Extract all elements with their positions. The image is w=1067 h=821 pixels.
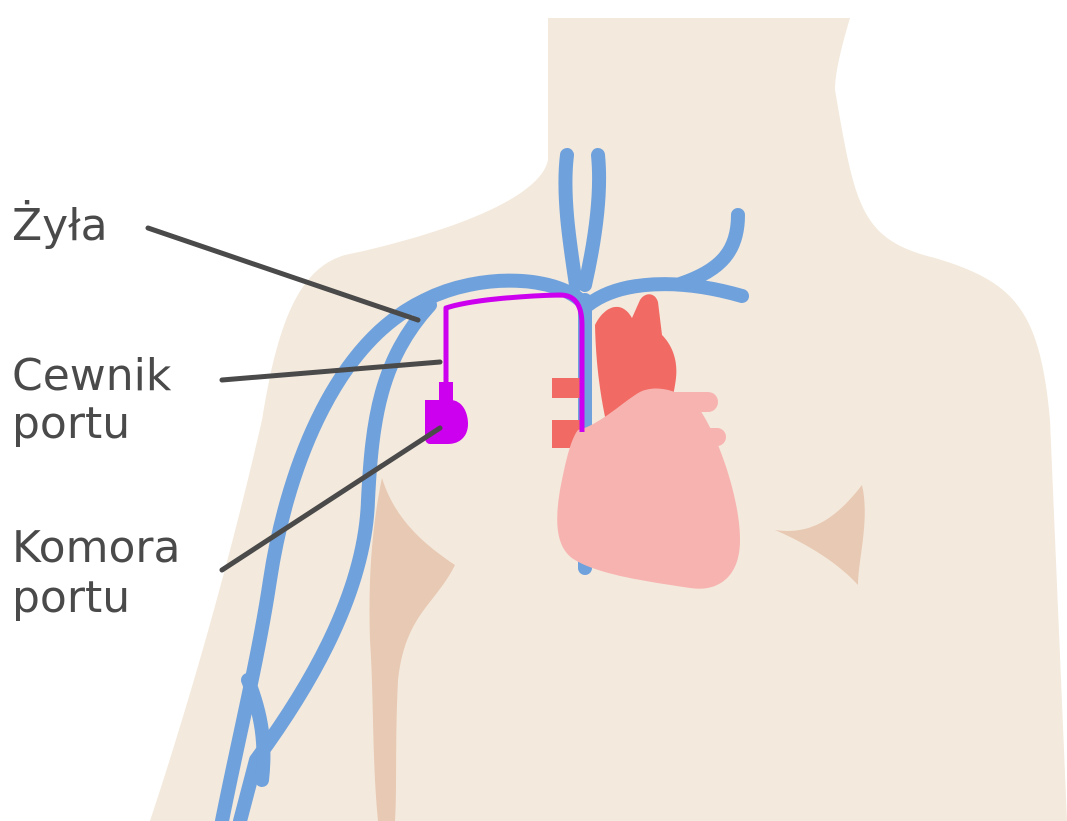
pulmonary-artery-upper (552, 378, 582, 398)
label-chamber-line1: Komora (12, 522, 180, 573)
label-catheter-line1: Cewnik (12, 350, 172, 401)
label-vein: Żyła (12, 199, 108, 251)
port-chamber-body (425, 400, 468, 444)
heart-vessel-upper (660, 392, 718, 412)
labels: Żyła Cewnik portu Komora portu (12, 199, 180, 623)
label-catheter-line2: portu (12, 398, 130, 449)
heart-vessel-lower (670, 428, 726, 446)
port-chamber-neck (439, 382, 453, 402)
label-chamber-line2: portu (12, 572, 130, 623)
